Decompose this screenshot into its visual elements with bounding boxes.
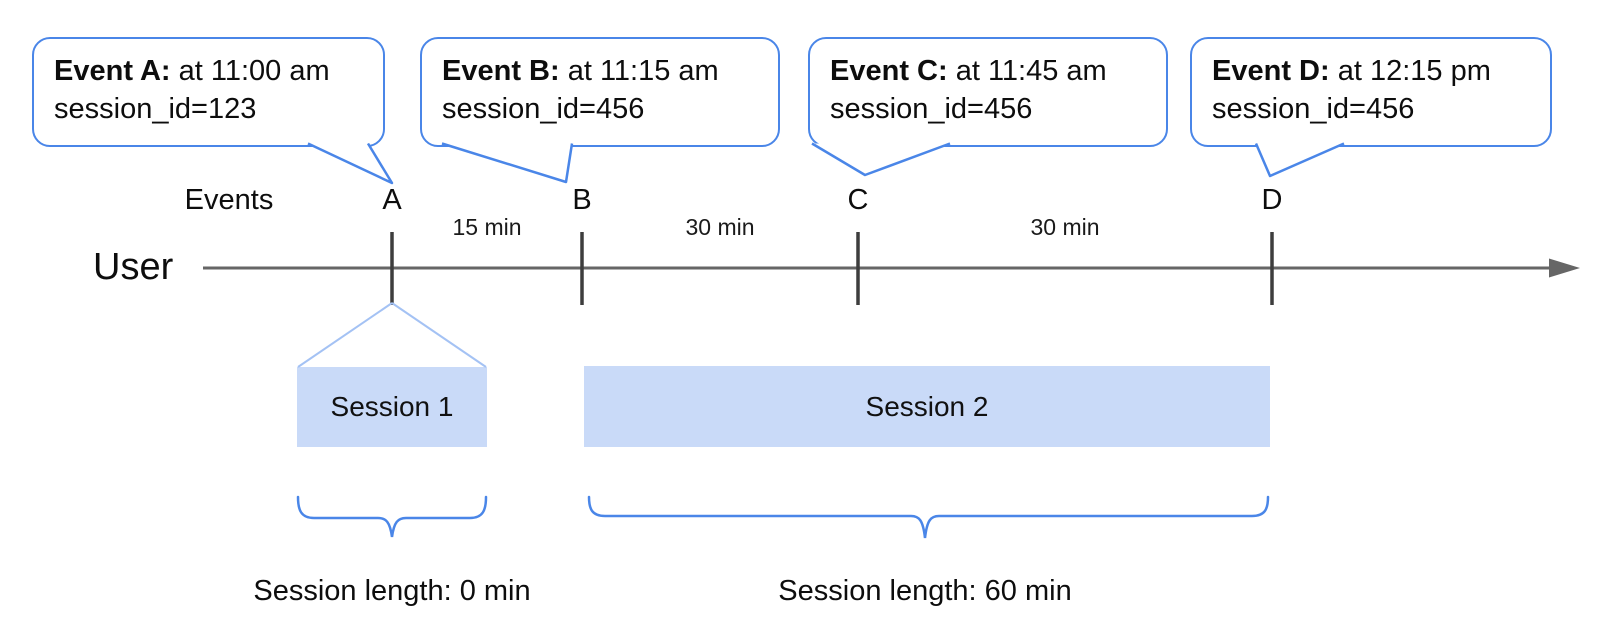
event-d-time: at 12:15 pm <box>1329 55 1491 87</box>
funnel-line-left <box>297 302 393 368</box>
session-1-box: Session 1 <box>297 367 487 447</box>
interval-b-c-label: 30 min <box>685 214 755 240</box>
event-a-time: at 11:00 am <box>170 55 330 87</box>
session-1-brace <box>296 495 488 538</box>
callout-event-d-line1: Event D: at 12:15 pm <box>1212 52 1532 90</box>
events-axis-label: Events <box>184 184 274 216</box>
callout-event-c-line1: Event C: at 11:45 am <box>830 52 1148 90</box>
interval-c-d-label: 30 min <box>1030 214 1100 240</box>
session-1-length-label: Session length: 0 min <box>253 575 531 607</box>
callout-event-d: Event D: at 12:15 pm session_id=456 <box>1190 37 1552 147</box>
event-marker-a: A <box>382 184 402 216</box>
event-b-name: Event B: <box>442 55 560 87</box>
session-2-brace <box>587 495 1270 539</box>
event-a-name: Event A: <box>54 55 171 87</box>
callout-event-c: Event C: at 11:45 am session_id=456 <box>808 37 1168 147</box>
callout-tail-b <box>441 142 574 184</box>
event-marker-d: D <box>1261 184 1283 216</box>
event-b-session-id: session_id=456 <box>442 93 645 125</box>
callout-event-b: Event B: at 11:15 am session_id=456 <box>420 37 780 147</box>
event-d-name: Event D: <box>1212 55 1330 87</box>
user-axis-label: User <box>93 246 174 288</box>
timeline-arrowhead-icon <box>1549 258 1580 278</box>
callout-tail-d <box>1254 142 1345 178</box>
event-a-session-id: session_id=123 <box>54 93 257 125</box>
event-marker-b: B <box>572 184 592 216</box>
session-1-label: Session 1 <box>330 391 454 422</box>
event-marker-c: C <box>847 184 869 216</box>
event-c-time: at 11:45 am <box>947 55 1107 87</box>
event-c-session-id: session_id=456 <box>830 93 1033 125</box>
callout-event-a-line1: Event A: at 11:00 am <box>54 52 365 90</box>
callout-tail-c <box>811 142 951 177</box>
event-c-name: Event C: <box>830 55 948 87</box>
interval-a-b-label: 15 min <box>452 214 522 240</box>
event-d-session-id: session_id=456 <box>1212 93 1415 125</box>
event-b-time: at 11:15 am <box>559 55 719 87</box>
session-2-length-label: Session length: 60 min <box>778 575 1072 607</box>
funnel-line-right <box>391 302 487 368</box>
callout-event-a: Event A: at 11:00 am session_id=123 <box>32 37 385 147</box>
session-2-box: Session 2 <box>584 366 1270 447</box>
callout-event-b-line1: Event B: at 11:15 am <box>442 52 760 90</box>
callout-tail-a <box>307 142 394 185</box>
session-2-label: Session 2 <box>865 390 989 422</box>
